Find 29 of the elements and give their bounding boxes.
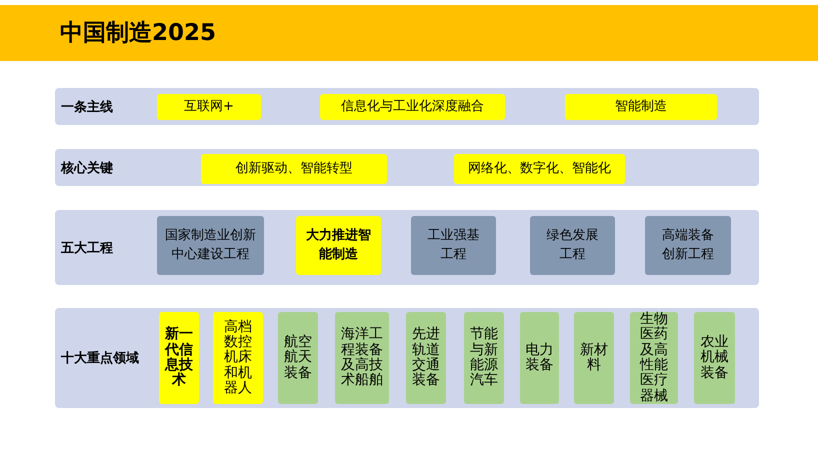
item-box: 创新驱动、智能转型 <box>201 154 387 184</box>
row-band <box>55 149 759 186</box>
title: 中国制造2025 <box>60 19 216 48</box>
row-heading: 一条主线 <box>61 98 113 116</box>
item-box: 绿色发展工程 <box>530 216 615 275</box>
item-box: 工业强基工程 <box>411 216 496 275</box>
item-box: 新一代信息技术 <box>159 312 199 404</box>
item-box: 航空航天装备 <box>278 312 318 404</box>
row-heading: 十大重点领域 <box>61 350 139 368</box>
row-heading: 核心关键 <box>61 160 113 178</box>
item-box: 先进轨道交通装备 <box>406 312 446 404</box>
item-box: 网络化、数字化、智能化 <box>454 154 625 184</box>
item-box: 智能制造 <box>565 94 717 120</box>
item-box: 大力推进智能制造 <box>296 216 381 275</box>
item-box: 互联网+ <box>157 94 261 120</box>
item-box: 高端装备创新工程 <box>645 216 731 275</box>
item-box: 高档数控机床和机器人 <box>213 312 263 404</box>
row-band <box>55 308 759 408</box>
item-box: 新材料 <box>574 312 614 404</box>
item-box: 国家制造业创新中心建设工程 <box>157 216 264 275</box>
item-box: 生物医药及高性能医疗器械 <box>630 312 678 404</box>
row-heading: 五大工程 <box>61 240 113 258</box>
row-band <box>55 88 759 125</box>
item-box: 节能与新能源汽车 <box>464 312 504 404</box>
row-band <box>55 210 759 285</box>
item-box: 信息化与工业化深度融合 <box>320 94 505 120</box>
item-box: 海洋工程装备及高技术船舶 <box>335 312 389 404</box>
item-box: 电力装备 <box>520 312 559 404</box>
item-box: 农业机械装备 <box>694 312 735 404</box>
